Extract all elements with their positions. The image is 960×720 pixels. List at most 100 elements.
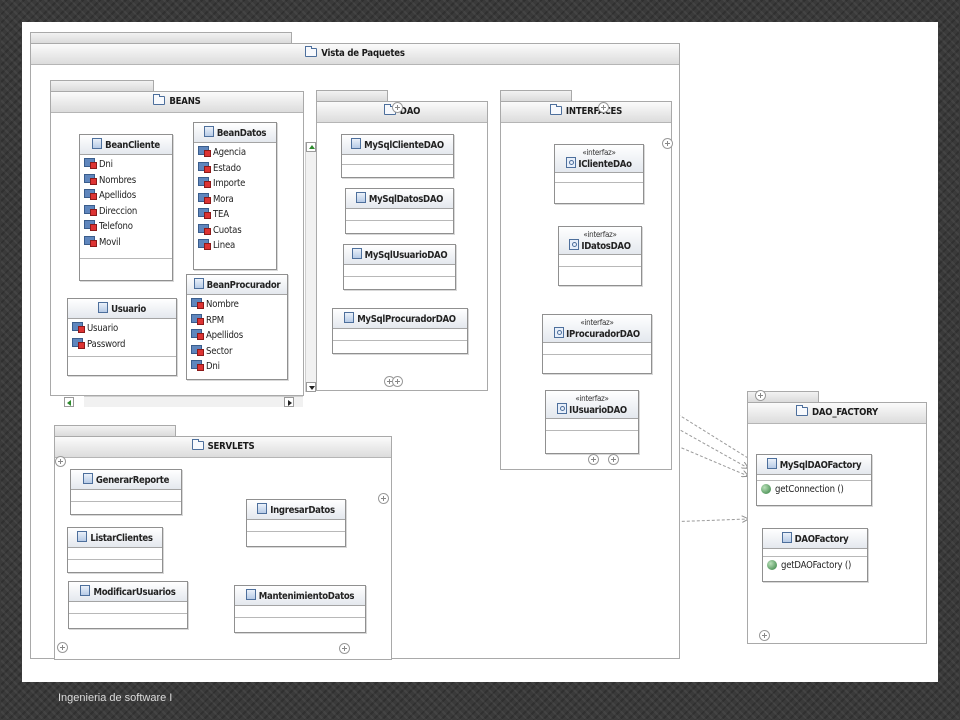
attribute-section <box>344 265 455 277</box>
nesting-connector-icon <box>755 390 766 401</box>
attribute: Dni <box>187 359 287 375</box>
attribute-section <box>333 329 467 341</box>
class-name: BeanCliente <box>105 140 160 151</box>
interface-icon <box>566 157 577 168</box>
field-icon <box>191 298 204 309</box>
class-name: GenerarReporte <box>95 475 170 486</box>
beans-horizontal-scrollbar[interactable] <box>64 396 303 407</box>
class-usuario[interactable]: Usuario Usuario Password <box>67 298 177 376</box>
beans-vertical-scrollbar[interactable] <box>305 142 316 392</box>
interface-iusuario-dao[interactable]: «interfaz»IUsuarioDAO <box>545 390 639 454</box>
class-header: IngresarDatos <box>247 500 345 520</box>
attribute: Direccion <box>80 204 172 220</box>
class-name: IProcuradorDAO <box>566 329 640 340</box>
class-bean-datos[interactable]: BeanDatos Agencia Estado Importe Mora TE… <box>193 122 277 270</box>
class-bean-procurador[interactable]: BeanProcurador Nombre RPM Apellidos Sect… <box>186 274 288 380</box>
stereotype-label: «interfaz» <box>582 148 616 157</box>
field-icon <box>84 189 97 200</box>
class-icon <box>766 458 777 469</box>
attribute: Linea <box>194 238 276 254</box>
class-name: IUsuarioDAO <box>569 405 627 416</box>
package-header: SERVLETS <box>55 437 391 458</box>
class-ingresar-datos[interactable]: IngresarDatos <box>246 499 346 547</box>
class-mysql-procurador-dao[interactable]: MySqlProcuradorDAO <box>332 308 468 354</box>
operation-section: getDAOFactory () <box>763 557 867 574</box>
class-name: ListarClientes <box>90 533 153 544</box>
interface-icon <box>569 239 580 250</box>
class-name: MySqlDatosDAO <box>368 194 444 205</box>
class-header: DAOFactory <box>763 529 867 549</box>
class-modificar-usuarios[interactable]: ModificarUsuarios <box>68 581 188 629</box>
field-icon <box>84 204 97 216</box>
nesting-connector-icon <box>378 493 389 504</box>
field-icon <box>191 313 204 325</box>
class-header: MySqlDAOFactory <box>757 455 871 475</box>
class-mysql-usuario-dao[interactable]: MySqlUsuarioDAO <box>343 244 456 290</box>
class-name: BeanDatos <box>216 128 267 139</box>
folder-icon <box>795 405 808 416</box>
scroll-left-arrow[interactable] <box>64 397 74 407</box>
class-icon <box>193 278 204 289</box>
field-icon <box>191 329 204 340</box>
class-icon <box>344 312 355 323</box>
interface-icliente-dao[interactable]: «interfaz»IClienteDAo <box>554 144 644 204</box>
attribute-section <box>546 419 638 431</box>
class-bean-cliente[interactable]: BeanCliente Dni Nombres Apellidos Direcc… <box>79 134 173 281</box>
attribute: Nombres <box>80 173 172 189</box>
attribute: Sector <box>187 344 287 360</box>
class-header: BeanProcurador <box>187 275 287 295</box>
class-generar-reporte[interactable]: GenerarReporte <box>70 469 182 515</box>
attribute-section: Nombre RPM Apellidos Sector Dni <box>187 295 287 375</box>
package-title: INTERFACES <box>565 106 623 117</box>
attribute-section <box>559 255 641 267</box>
attribute-section <box>247 520 345 532</box>
class-header: «interfaz»IClienteDAo <box>555 145 643 173</box>
interface-idatos-dao[interactable]: «interfaz» IDatosDAO <box>558 226 642 286</box>
class-name: MySqlDAOFactory <box>779 460 862 471</box>
attribute: TEA <box>194 207 276 223</box>
class-name: IDatosDAO <box>581 241 631 252</box>
class-icon <box>77 531 88 542</box>
attribute: Apellidos <box>80 188 172 204</box>
package-header: DAO_FACTORY <box>748 403 926 424</box>
attribute-section <box>555 173 643 183</box>
class-name: DAOFactory <box>794 534 849 545</box>
nesting-connector-icon <box>55 456 66 467</box>
method-icon <box>767 560 777 570</box>
class-mantenimiento-datos[interactable]: MantenimientoDatos <box>234 585 366 633</box>
operation-section: getConnection () <box>757 481 871 498</box>
class-name: MySqlUsuarioDAO <box>364 250 448 261</box>
package-dao-factory[interactable]: DAO_FACTORY <box>747 402 927 644</box>
class-header: «interfaz»IProcuradorDAO <box>543 315 651 343</box>
class-dao-factory[interactable]: DAOFactory getDAOFactory () <box>762 528 868 582</box>
scroll-right-arrow[interactable] <box>284 397 294 407</box>
attribute: Dni <box>80 157 172 173</box>
class-mysql-dao-factory[interactable]: MySqlDAOFactory getConnection () <box>756 454 872 506</box>
package-header: BEANS <box>51 92 303 113</box>
stereotype-label: «interfaz» <box>583 230 617 239</box>
package-title: DAO_FACTORY <box>811 407 879 418</box>
class-mysql-cliente-dao[interactable]: MySqlClienteDAO <box>341 134 454 178</box>
class-mysql-datos-dao[interactable]: MySqlDatosDAO <box>345 188 454 234</box>
attribute: RPM <box>187 313 287 329</box>
class-header: «interfaz»IUsuarioDAO <box>546 391 638 419</box>
scroll-down-arrow[interactable] <box>306 382 316 392</box>
nesting-connector-icon <box>608 454 619 465</box>
interface-iprocurador-dao[interactable]: «interfaz»IProcuradorDAO <box>542 314 652 374</box>
method-icon <box>761 484 771 494</box>
class-listar-clientes[interactable]: ListarClientes <box>67 527 163 573</box>
scroll-up-arrow[interactable] <box>306 142 316 152</box>
attribute-section: Dni Nombres Apellidos Direccion Telefono… <box>80 155 172 259</box>
class-name: MantenimientoDatos <box>258 591 355 602</box>
field-icon <box>72 337 85 349</box>
field-icon <box>84 235 97 247</box>
class-icon <box>781 532 792 543</box>
field-icon <box>198 208 211 219</box>
attribute: Apellidos <box>187 328 287 344</box>
class-header: Usuario <box>68 299 176 319</box>
package-title: Vista de Paquetes <box>321 48 405 59</box>
package-title: DAO <box>399 106 421 117</box>
attribute-section <box>68 548 162 560</box>
field-icon <box>191 344 204 356</box>
class-header: MySqlProcuradorDAO <box>333 309 467 329</box>
